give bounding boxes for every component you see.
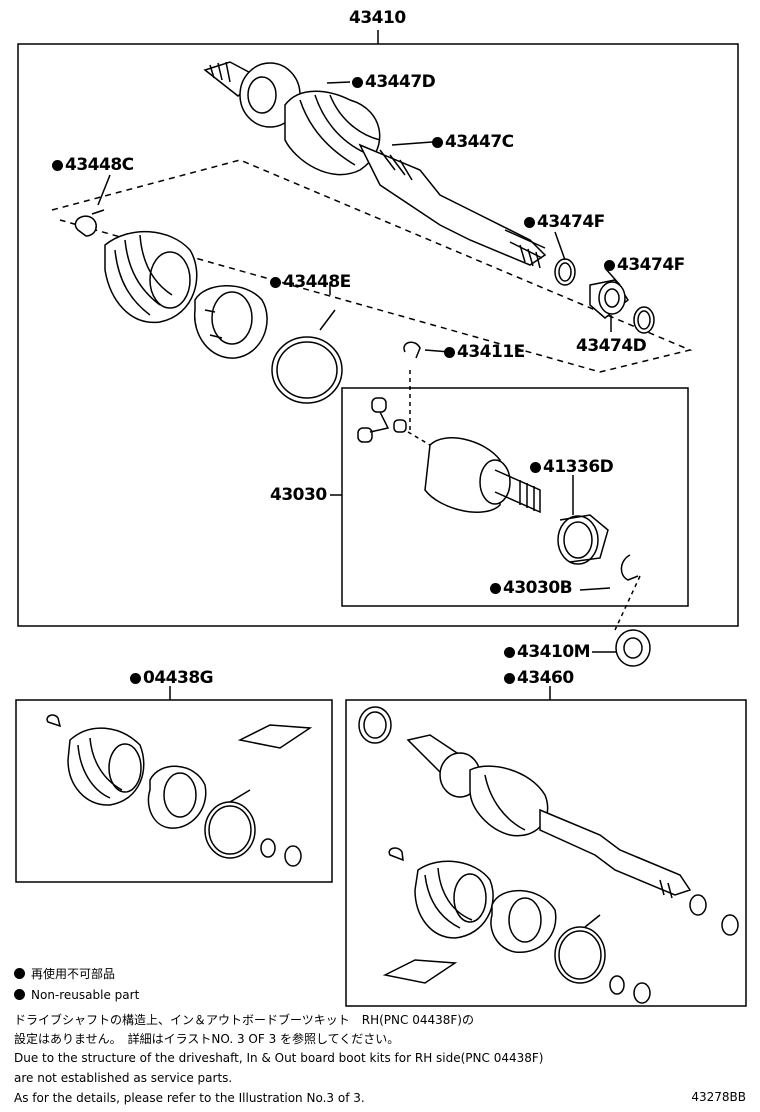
label-43410M: 43410M xyxy=(504,642,591,662)
note-line-3: Due to the structure of the driveshaft, … xyxy=(14,1051,544,1065)
label-43410: 43410 xyxy=(349,8,406,28)
legend-en-text: Non-reusable part xyxy=(31,988,140,1002)
label-43474F-a: 43474F xyxy=(524,212,605,232)
tripod-joint xyxy=(357,397,407,443)
illustration-code: 43278BB xyxy=(691,1090,746,1104)
label-43411E: 43411E xyxy=(444,342,525,362)
label-43447C: 43447C xyxy=(432,132,514,152)
note-line-1: ドライブシャフトの構造上、イン＆アウトボードブーツキット RH(PNC 0443… xyxy=(14,1013,474,1027)
inboard-boot xyxy=(193,285,268,359)
note-line-5: As for the details, please refer to the … xyxy=(14,1091,365,1105)
label-43447D: 43447D xyxy=(352,72,436,92)
non-reusable-dot-icon xyxy=(14,968,25,979)
label-43448E: 43448E xyxy=(270,272,351,292)
note-line-4: are not established as service parts. xyxy=(14,1071,233,1085)
kit-box-04438G xyxy=(15,699,333,883)
inner-joint-box-43030 xyxy=(341,387,689,607)
inboard-housing xyxy=(424,437,541,514)
label-43030B: 43030B xyxy=(490,578,573,598)
non-reusable-dot-icon xyxy=(14,989,25,1000)
note-line-2: 設定はありません。 詳細はイラストNO. 3 OF 3 を参照してください。 xyxy=(14,1032,400,1046)
legend-jp: 再使用不可部品 xyxy=(14,966,115,982)
label-43474D: 43474D xyxy=(576,336,647,356)
label-43030: 43030 xyxy=(270,485,327,505)
label-43474F-b: 43474F xyxy=(604,255,685,275)
label-41336D: 41336D xyxy=(530,457,614,477)
label-04438G: 04438G xyxy=(130,668,214,688)
label-43448C: 43448C xyxy=(52,155,134,175)
kit-box-43460 xyxy=(345,699,747,1007)
legend-jp-text: 再使用不可部品 xyxy=(31,967,116,981)
label-43460: 43460 xyxy=(504,668,574,688)
legend-en: Non-reusable part xyxy=(14,987,139,1003)
outboard-boot xyxy=(104,230,198,324)
drive-shaft-outboard xyxy=(203,61,547,269)
